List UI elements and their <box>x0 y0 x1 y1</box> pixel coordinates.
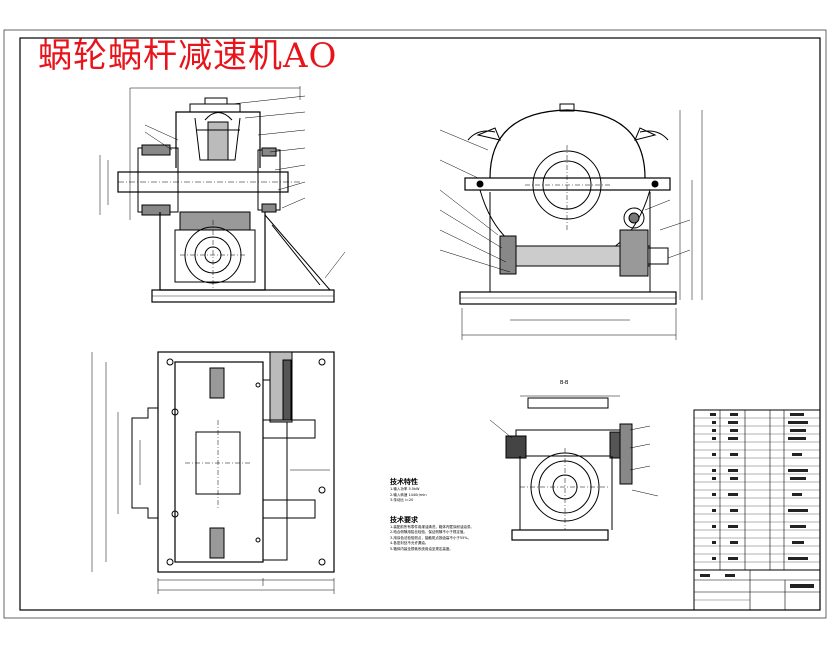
notes-item: 2.输入转速 1440r/min <box>390 492 427 497</box>
notes-item: 2.啮合侧隙用铅丝检验，保证侧隙不小于规定值。 <box>390 530 467 534</box>
notes-item: 3.传动比 i=20 <box>390 498 414 502</box>
notes-item: 1.输入功率 5.5kW <box>390 487 420 491</box>
notes-item: 5.箱体内装全损耗系统用油至规定高度。 <box>390 546 453 551</box>
notes-heading-2: 技术要求 <box>390 515 418 524</box>
inner-border <box>19 37 821 611</box>
front-view <box>99 86 346 303</box>
technical-notes: 技术特性 1.输入功率 5.5kW 2.输入转速 1440r/min 3.传动比… <box>390 478 474 552</box>
drawing-title: 蜗轮蜗杆减速机AO <box>38 36 338 76</box>
notes-item: 3.用涂色法检验斑点，接触斑点按齿高不小于55%。 <box>390 535 472 540</box>
outer-border <box>3 29 827 619</box>
notes-item: 1.装配前所有零件用煤油清洗，箱体内壁涂耐油油漆。 <box>390 524 474 529</box>
title-block-rows <box>694 417 820 601</box>
notes-heading-1: 技术特性 <box>390 478 418 486</box>
title-block-entries <box>700 413 814 588</box>
section-view <box>489 395 659 541</box>
section-label: B-B <box>560 380 569 386</box>
top-view <box>91 351 335 594</box>
notes-item: 4.各密封处不允许漏油。 <box>390 541 429 545</box>
side-view <box>439 103 703 340</box>
